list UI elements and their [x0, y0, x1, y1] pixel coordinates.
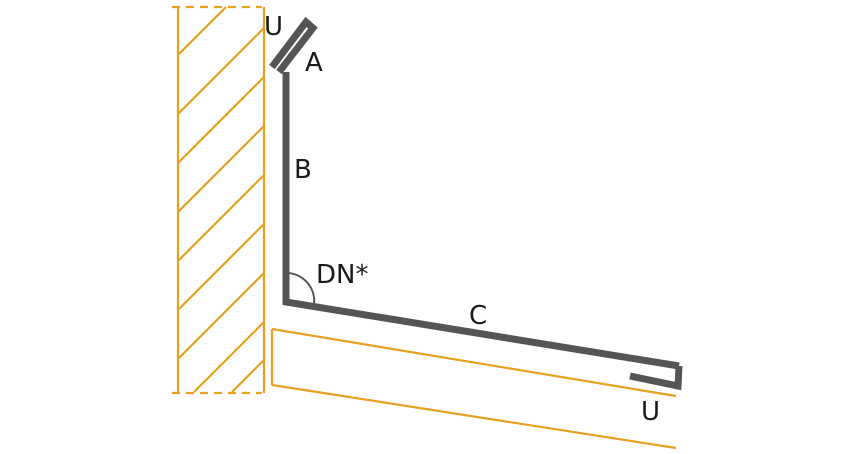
segment-a-label: A: [305, 48, 323, 78]
segment-b-and-c: [282, 72, 680, 370]
segment-b-label: B: [294, 155, 312, 185]
roof-slab: [270, 327, 677, 450]
angle-label: DN*: [316, 260, 368, 290]
hem-bottom-label: U: [641, 397, 660, 427]
segment-c-label: C: [469, 301, 487, 331]
hem-top-label: U: [264, 12, 283, 42]
roof-slab-top: [271, 327, 677, 398]
flashing: [269, 16, 683, 391]
bottom-hem: [629, 365, 683, 391]
angle-arc: [285, 271, 316, 305]
roof-slab-bottom: [271, 383, 677, 450]
wall-hatching: [177, 6, 265, 393]
wall: [172, 5, 266, 395]
segment-a-with-top-hem: [269, 16, 318, 75]
